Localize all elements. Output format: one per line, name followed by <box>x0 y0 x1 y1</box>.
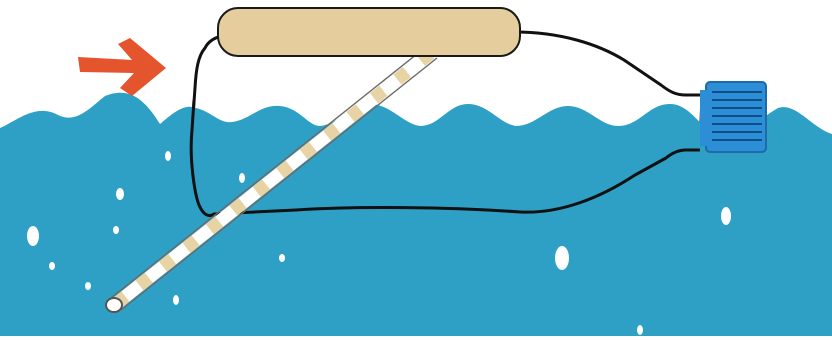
bubble <box>555 246 569 270</box>
bubble <box>173 295 179 305</box>
bottle-cap <box>700 82 766 152</box>
bubble <box>116 188 124 200</box>
bubble <box>637 325 643 335</box>
bottle-label-band <box>218 8 520 56</box>
bubble <box>279 254 285 262</box>
bubble <box>49 262 55 270</box>
straw-opening <box>106 298 122 312</box>
cap-ribs-icon <box>712 92 762 140</box>
cap-neck-ring <box>700 90 710 146</box>
bubble <box>721 207 731 225</box>
bubble <box>85 282 91 290</box>
bubble <box>239 173 245 183</box>
bubble <box>27 226 39 246</box>
bubble <box>113 226 119 234</box>
bubble <box>165 151 171 161</box>
